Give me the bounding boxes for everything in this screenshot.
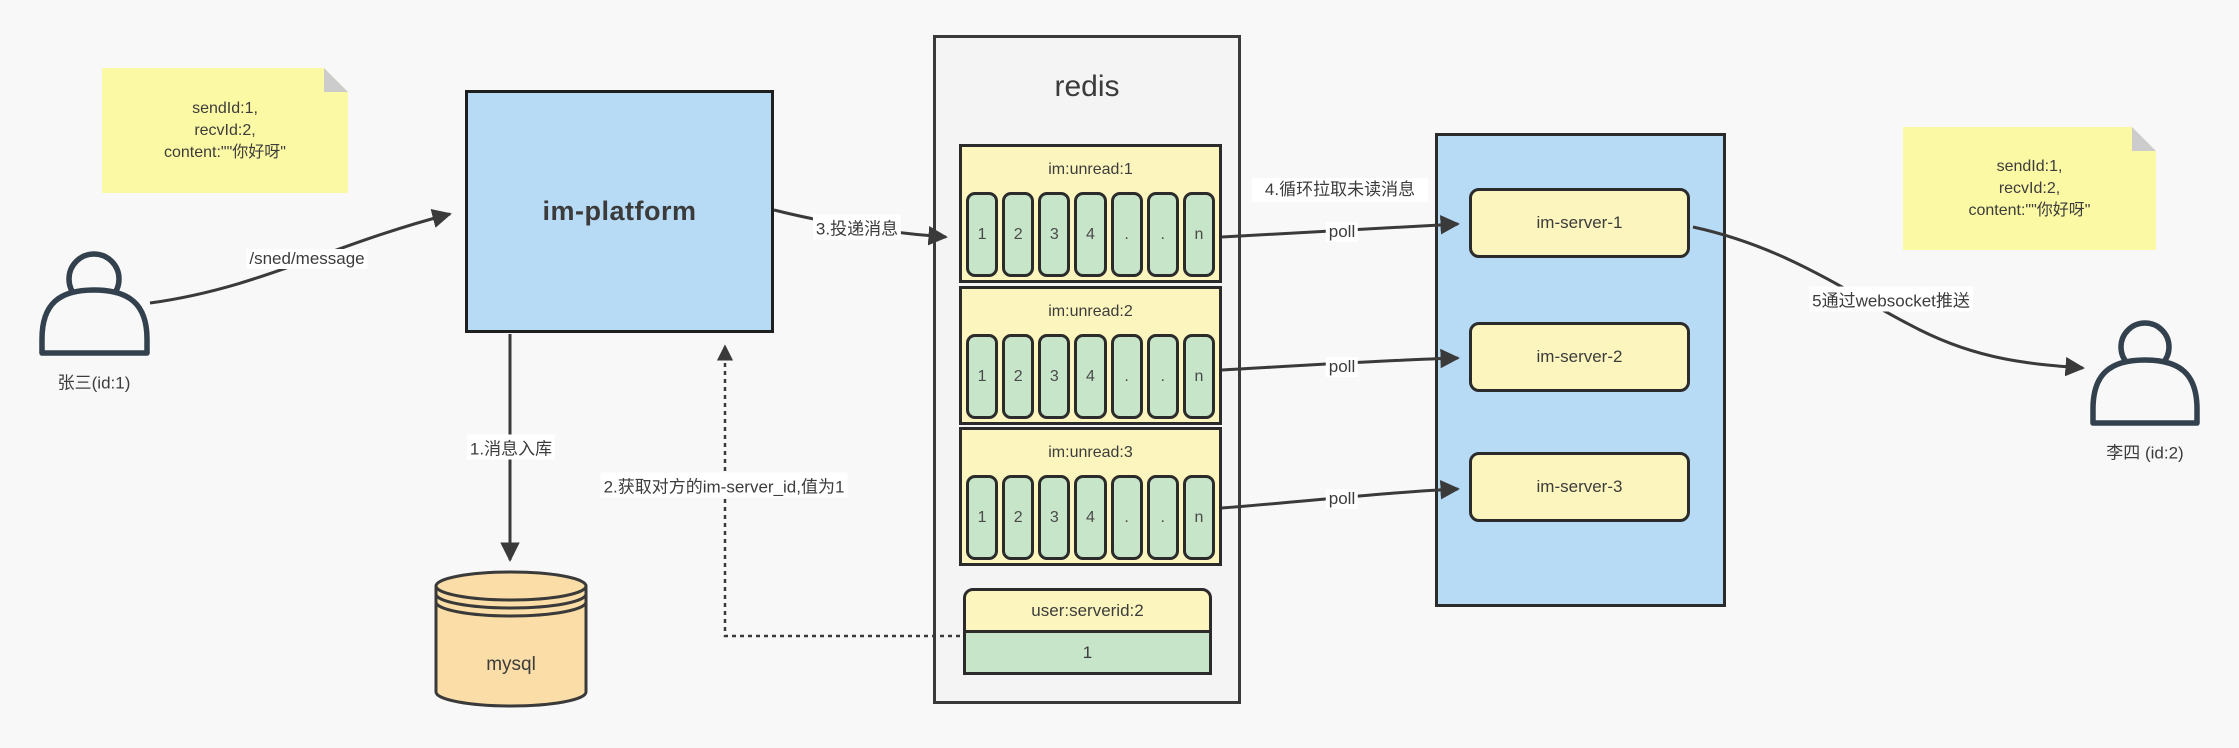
queue-header: im:unread:3: [1048, 443, 1133, 461]
im-platform-label: im-platform: [542, 196, 697, 226]
queue-cell: 1: [966, 475, 999, 560]
im-server-2-label: im-server-2: [1536, 347, 1623, 366]
mysql-database-icon: [434, 570, 588, 708]
queue-cell: n: [1182, 192, 1215, 277]
im-server-1-label: im-server-1: [1536, 213, 1623, 232]
queue-cell: 2: [1002, 475, 1035, 560]
poll-label-3: poll: [1325, 489, 1359, 509]
queue-cell: 4: [1074, 475, 1107, 560]
step2-label: 2.获取对方的im-server_id,值为1: [600, 472, 848, 498]
queue-cell: .: [1146, 475, 1179, 560]
queue-cell: n: [1182, 334, 1215, 419]
im-platform-node: im-platform: [465, 90, 774, 333]
kv-key: user:serverid:2: [963, 588, 1212, 633]
note-line: sendId:1,: [192, 99, 258, 117]
queue-cell: .: [1110, 192, 1143, 277]
im-server-2-node: im-server-2: [1469, 322, 1690, 392]
queue-cell: 2: [1002, 334, 1035, 419]
kv-value: 1: [963, 630, 1212, 675]
queue-cell: 3: [1038, 475, 1071, 560]
unread-queue-3: im:unread:3 1 2 3 4 . . n: [959, 427, 1222, 566]
step4-label: 4.循环拉取未读消息: [1252, 178, 1428, 202]
queue-cells: 1 2 3 4 . . n: [962, 334, 1219, 422]
note-line: sendId:1,: [1996, 157, 2063, 175]
note-line: content:""你好呀": [164, 143, 286, 161]
unread-queue-1: im:unread:1 1 2 3 4 . . n: [959, 144, 1222, 283]
queue-cell: 4: [1074, 192, 1107, 277]
queue-cell: .: [1110, 475, 1143, 560]
poll-label-2: poll: [1325, 357, 1359, 377]
step3-label: 3.投递消息: [812, 214, 902, 240]
im-server-3-label: im-server-3: [1536, 477, 1623, 496]
redis-title: redis: [1054, 70, 1120, 103]
unread-queue-2: im:unread:2 1 2 3 4 . . n: [959, 286, 1222, 425]
queue-cell: 4: [1074, 334, 1107, 419]
sender-message-note: sendId:1, recvId:2, content:""你好呀": [102, 68, 348, 193]
queue-cell: .: [1146, 192, 1179, 277]
note-line: recvId:2,: [194, 121, 256, 139]
queue-cell: 3: [1038, 334, 1071, 419]
mysql-label: mysql: [486, 654, 536, 675]
queue-cell: 3: [1038, 192, 1071, 277]
poll-label-1: poll: [1325, 222, 1359, 242]
receiver-user-icon: [2090, 320, 2200, 426]
step5-label: 5通过websocket推送: [1809, 286, 1973, 312]
note-line: content:""你好呀": [1968, 201, 2091, 219]
user-serverid-record: user:serverid:2 1: [963, 588, 1212, 675]
im-server-cluster: im-server-1 im-server-2 im-server-3: [1435, 133, 1726, 607]
receiver-message-note: sendId:1, recvId:2, content:""你好呀": [1903, 127, 2156, 250]
queue-cell: n: [1182, 475, 1215, 560]
step1-label: 1.消息入库: [466, 434, 556, 460]
sender-label: 张三(id:1): [57, 373, 131, 393]
queue-header: im:unread:1: [1048, 160, 1133, 178]
note-line: recvId:2,: [1998, 179, 2061, 197]
redis-container: redis im:unread:1 1 2 3 4 . . n im:unrea…: [933, 35, 1241, 704]
queue-cells: 1 2 3 4 . . n: [962, 475, 1219, 563]
receiver-label: 李四 (id:2): [2106, 443, 2184, 463]
queue-cell: 2: [1002, 192, 1035, 277]
queue-cells: 1 2 3 4 . . n: [962, 192, 1219, 280]
im-server-3-node: im-server-3: [1469, 452, 1690, 522]
queue-cell: .: [1146, 334, 1179, 419]
send-endpoint-label: /sned/message: [246, 249, 368, 269]
im-server-1-node: im-server-1: [1469, 188, 1690, 258]
queue-cell: .: [1110, 334, 1143, 419]
queue-header: im:unread:2: [1048, 302, 1133, 320]
queue-cell: 1: [966, 192, 999, 277]
sender-user-icon: [39, 251, 150, 356]
queue-cell: 1: [966, 334, 999, 419]
